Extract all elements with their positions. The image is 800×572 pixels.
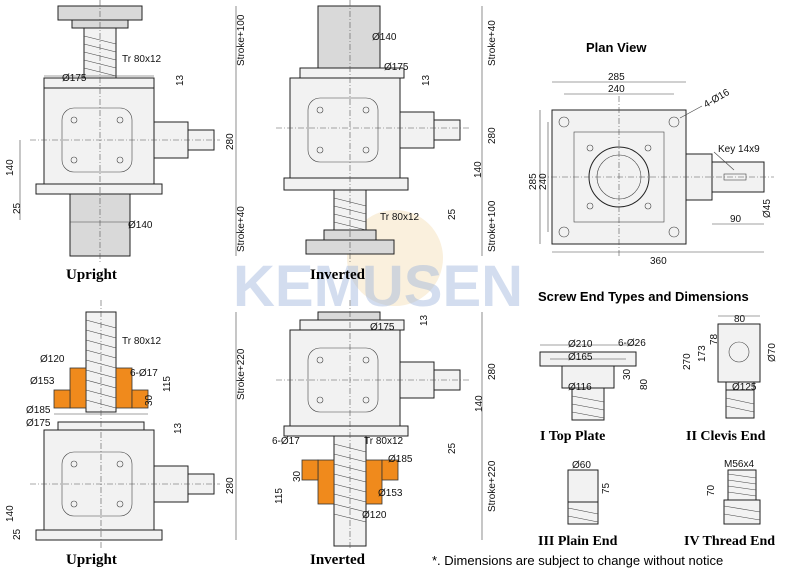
plan-view: Plan View 285 240 4-Ø16 Key 14x9 285 240… <box>528 40 774 267</box>
dim-label: 25 <box>12 202 23 214</box>
end-type-caption: II Clevis End <box>686 429 766 444</box>
end-type-caption: IV Thread End <box>684 534 775 549</box>
dim-label: 173 <box>697 345 708 362</box>
dim-label: Ø120 <box>362 510 387 521</box>
dim-label: Ø120 <box>40 354 65 365</box>
dim-label: 30 <box>622 368 633 380</box>
dim-label: Ø185 <box>388 454 413 465</box>
dim-label: 140 <box>5 505 16 522</box>
dim-label: Ø153 <box>30 376 55 387</box>
dim-label: Stroke+40 <box>236 206 247 252</box>
dim-label: 240 <box>608 84 625 95</box>
dim-label: Ø165 <box>568 352 593 363</box>
end-type-caption: I Top Plate <box>540 429 605 444</box>
plain-end: Ø60 75 III Plain End <box>538 460 618 549</box>
upright-top-view: Ø175 Tr 80x12 13 280 140 25 Ø140 Stroke+… <box>5 0 247 283</box>
dim-label: 280 <box>487 363 498 380</box>
dim-label: 6-Ø17 <box>272 436 300 447</box>
dim-label: 280 <box>225 477 236 494</box>
dim-label: 13 <box>421 74 432 86</box>
dim-label: Ø175 <box>384 62 409 73</box>
dim-label: 285 <box>608 72 625 83</box>
dim-label: 13 <box>173 422 184 434</box>
dim-label: Ø70 <box>767 343 778 362</box>
view-caption: Inverted <box>310 267 366 283</box>
dim-label: Stroke+100 <box>487 200 498 252</box>
dim-label: Ø60 <box>572 460 591 471</box>
screw-end-title: Screw End Types and Dimensions <box>538 289 749 304</box>
dim-label: Stroke+220 <box>236 348 247 400</box>
dim-label: 280 <box>487 127 498 144</box>
dim-label: 75 <box>601 482 612 494</box>
dim-label: 240 <box>538 173 549 190</box>
dim-label: Stroke+100 <box>236 14 247 66</box>
plan-view-title: Plan View <box>586 40 647 55</box>
dim-label: Ø175 <box>26 418 51 429</box>
dim-label: 6-Ø17 <box>130 368 158 379</box>
dim-label: Ø116 <box>568 382 592 393</box>
dim-label: 30 <box>292 470 303 482</box>
dim-label: Ø125 <box>732 382 757 393</box>
dim-label: 30 <box>144 394 155 406</box>
screw-end-types: Screw End Types and Dimensions Ø210 Ø165… <box>538 289 778 549</box>
dim-label: Key 14x9 <box>718 144 760 155</box>
top-plate-end: Ø210 Ø165 6-Ø26 30 80 Ø116 I Top Plate <box>539 338 650 444</box>
inverted-top-view: Ø140 Ø175 13 280 140 25 Tr 80x12 Stroke+… <box>276 0 498 283</box>
dim-label: 140 <box>473 161 484 178</box>
dim-label: 140 <box>474 395 485 412</box>
dim-label: 140 <box>5 159 16 176</box>
dim-label: 25 <box>447 442 458 454</box>
dim-label: 115 <box>274 488 285 504</box>
dim-label: Ø175 <box>62 73 87 84</box>
view-caption: Upright <box>66 552 117 568</box>
dim-label: 25 <box>12 528 23 540</box>
dim-label: Stroke+40 <box>487 20 498 66</box>
dim-label: Ø45 <box>762 199 773 218</box>
end-type-caption: III Plain End <box>538 534 618 549</box>
dim-label: 280 <box>225 133 236 150</box>
thread-end: M56x4 70 IV Thread End <box>684 459 775 549</box>
dim-label: Tr 80x12 <box>380 212 420 223</box>
dim-label: 115 <box>162 376 173 392</box>
dim-label: 80 <box>639 378 650 390</box>
dim-label: Tr 80x12 <box>122 336 162 347</box>
dim-label: 4-Ø16 <box>702 87 732 111</box>
dim-label: M56x4 <box>724 459 754 470</box>
dim-label: Ø140 <box>128 220 153 231</box>
dim-label: 78 <box>709 333 720 345</box>
dim-label: Tr 80x12 <box>364 436 404 447</box>
dim-label: Ø175 <box>370 322 395 333</box>
clevis-end: 80 270 173 78 Ø70 Ø125 II Clevis End <box>682 314 778 444</box>
dim-label: 270 <box>682 353 693 370</box>
dim-label: Tr 80x12 <box>122 54 162 65</box>
dim-label: 70 <box>706 484 717 496</box>
view-caption: Upright <box>66 267 117 283</box>
inverted-bottom-view: 13 Ø175 280 140 25 6-Ø17 Tr 80x12 Ø185 1… <box>272 300 498 568</box>
dim-label: Ø153 <box>378 488 403 499</box>
dim-label: 80 <box>734 314 746 325</box>
dim-label: Ø185 <box>26 405 51 416</box>
view-caption: Inverted <box>310 552 366 568</box>
dim-label: 6-Ø26 <box>618 338 646 349</box>
dim-label: 13 <box>175 74 186 86</box>
watermark: KEMUSEN <box>233 210 523 319</box>
dim-label: 285 <box>528 173 539 190</box>
dim-label: 90 <box>730 214 742 225</box>
dim-label: 13 <box>419 314 430 326</box>
dim-label: 25 <box>447 208 458 220</box>
disclaimer-note: *. Dimensions are subject to change with… <box>432 553 723 568</box>
upright-bottom-view: Tr 80x12 Ø120 Ø153 6-Ø17 115 30 Ø185 Ø17… <box>5 300 247 568</box>
dim-label: 360 <box>650 256 667 267</box>
watermark-text: KEMUSEN <box>233 254 523 319</box>
dim-label: Ø140 <box>372 32 397 43</box>
dim-label: Ø210 <box>568 339 593 350</box>
dim-label: Stroke+220 <box>487 460 498 512</box>
